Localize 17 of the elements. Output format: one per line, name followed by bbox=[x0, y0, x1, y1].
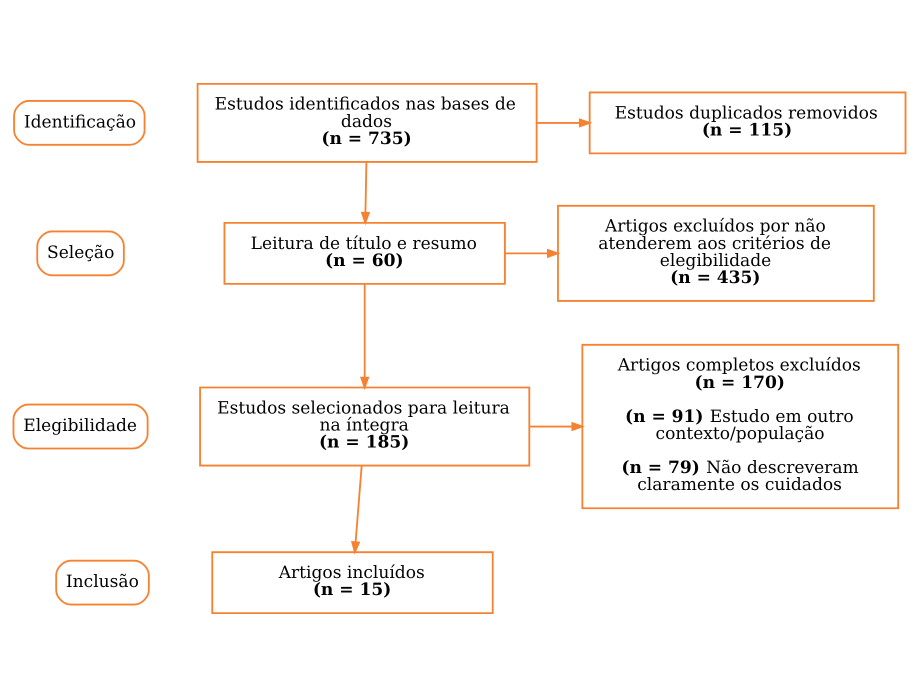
node-box: Inclusão bbox=[55, 559, 150, 605]
node-box: Seleção bbox=[36, 230, 125, 276]
node-box: Artigos excluídos por não atenderem aos critérios de elegibilidade (n = 435) bbox=[557, 204, 875, 302]
arrow bbox=[504, 248, 560, 258]
arrow bbox=[360, 283, 370, 390]
arrow bbox=[529, 421, 585, 431]
node-box: Artigos incluídos (n = 15) bbox=[211, 550, 494, 614]
arrow bbox=[360, 162, 370, 225]
node-box: Artigos completos excluídos (n = 170) (n = 91) Estudo em outro contexto/população (n = 79) Não descreveram claramente os cuidados bbox=[581, 343, 900, 509]
node-box: Estudos selecionados para leitura na íntegra (n = 185) bbox=[199, 386, 530, 466]
node-box: Estudos identificados nas bases de dados (n = 735) bbox=[196, 82, 538, 162]
node-box: Estudos duplicados removidos (n = 115) bbox=[588, 91, 906, 154]
node-box: Identificação bbox=[13, 100, 146, 146]
arrow bbox=[350, 465, 363, 554]
arrow bbox=[536, 118, 592, 128]
node-box: Leitura de título e resumo (n = 60) bbox=[224, 221, 506, 284]
node-box: Elegibilidade bbox=[12, 403, 149, 449]
